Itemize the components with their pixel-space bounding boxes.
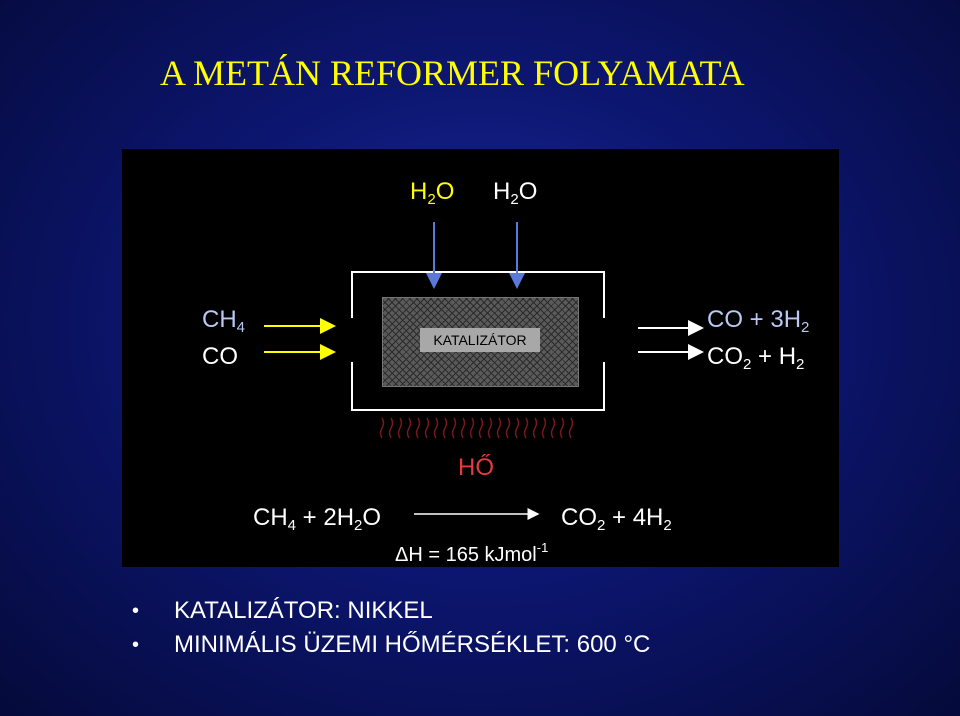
bullet-item: • KATALIZÁTOR: NIKKEL (132, 594, 650, 628)
input-water-1: H2O (410, 178, 455, 208)
catalyst-label: KATALIZÁTOR (420, 328, 540, 352)
input-carbon-monoxide: CO (202, 343, 238, 370)
reactor-vessel (351, 271, 605, 411)
heat-label: HŐ (458, 454, 494, 481)
bullet-dot: • (132, 599, 140, 622)
slide-title: A METÁN REFORMER FOLYAMATA (160, 53, 745, 93)
bullet-text: MINIMÁLIS ÜZEMI HŐMÉRSÉKLET: 600 °C (174, 631, 651, 658)
enthalpy-value: ΔH = 165 kJmol-1 (395, 540, 549, 566)
bullet-dot: • (132, 633, 140, 656)
equation-products: CO2 + 4H2 (561, 504, 672, 534)
equation-reactants: CH4 + 2H2O (253, 504, 382, 534)
bullet-text: KATALIZÁTOR: NIKKEL (174, 597, 433, 624)
output-co-hydrogen: CO + 3H2 (707, 306, 810, 336)
bullet-item: • MINIMÁLIS ÜZEMI HŐMÉRSÉKLET: 600 °C (132, 628, 650, 662)
input-water-2: H2O (493, 178, 538, 208)
heat-waves (379, 417, 574, 439)
input-methane: CH4 (202, 306, 246, 336)
output-co2-hydrogen: CO2 + H2 (707, 343, 805, 373)
bullet-list: • KATALIZÁTOR: NIKKEL • MINIMÁLIS ÜZEMI … (132, 594, 650, 662)
